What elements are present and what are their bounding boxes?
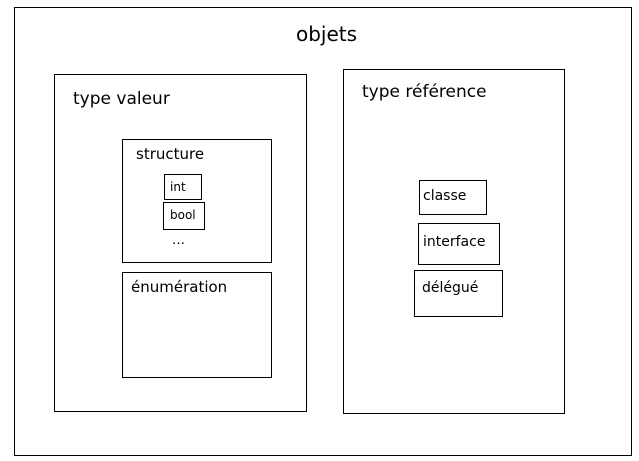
value-type-label: type valeur: [73, 89, 170, 109]
delegate-box: [414, 270, 503, 317]
objects-title: objets: [296, 22, 358, 46]
class-label: classe: [423, 188, 467, 204]
bool-box: [163, 202, 205, 230]
interface-label: interface: [423, 234, 486, 250]
enumeration-label: énumération: [131, 278, 228, 296]
bool-label: bool: [170, 208, 196, 222]
structure-container: [122, 139, 272, 263]
reference-type-label: type référence: [362, 82, 487, 102]
class-box: [419, 180, 487, 215]
structure-more-ellipsis: …: [172, 233, 185, 248]
int-label: int: [170, 180, 186, 194]
enumeration-container: [122, 272, 272, 378]
structure-label: structure: [136, 145, 205, 163]
interface-box: [418, 223, 500, 265]
delegate-label: délégué: [422, 280, 479, 296]
int-box: [164, 174, 202, 200]
